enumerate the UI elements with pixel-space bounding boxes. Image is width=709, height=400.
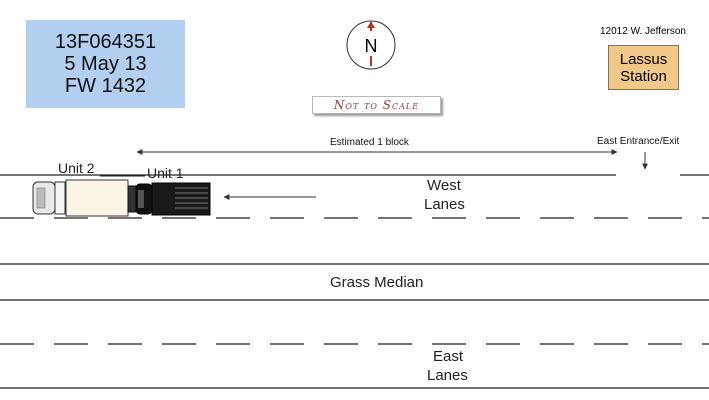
east-lanes-label-1: East [433,348,464,365]
station-line1: Lassus [619,50,668,68]
unit-1-label: Unit 1 [147,165,184,181]
unit-2-label: Unit 2 [58,160,95,176]
station-line2: Station [620,67,667,85]
not-to-scale-label: Not to Scale [312,96,441,114]
unit-2-truck-icon [32,179,129,217]
case-number: 13F064351 [54,31,157,53]
case-ref: FW 1432 [64,75,147,97]
east-lanes-label-2: Lanes [427,367,468,384]
north-compass-icon [346,20,396,70]
case-info-box: 13F064351 5 May 13 FW 1432 [26,20,185,108]
station-box: Lassus Station [608,45,679,90]
address-label: 12012 W. Jefferson [600,26,686,37]
road-lines [0,174,709,389]
west-lanes-label-1: West [427,177,461,194]
unit-1-truck-icon [127,182,211,216]
median-label: Grass Median [330,274,424,291]
distance-label: Estimated 1 block [330,137,409,148]
compass-letter: N [365,36,378,56]
case-date: 5 May 13 [64,53,147,75]
west-lanes-label-2: Lanes [424,196,465,213]
entrance-label: East Entrance/Exit [597,136,680,147]
